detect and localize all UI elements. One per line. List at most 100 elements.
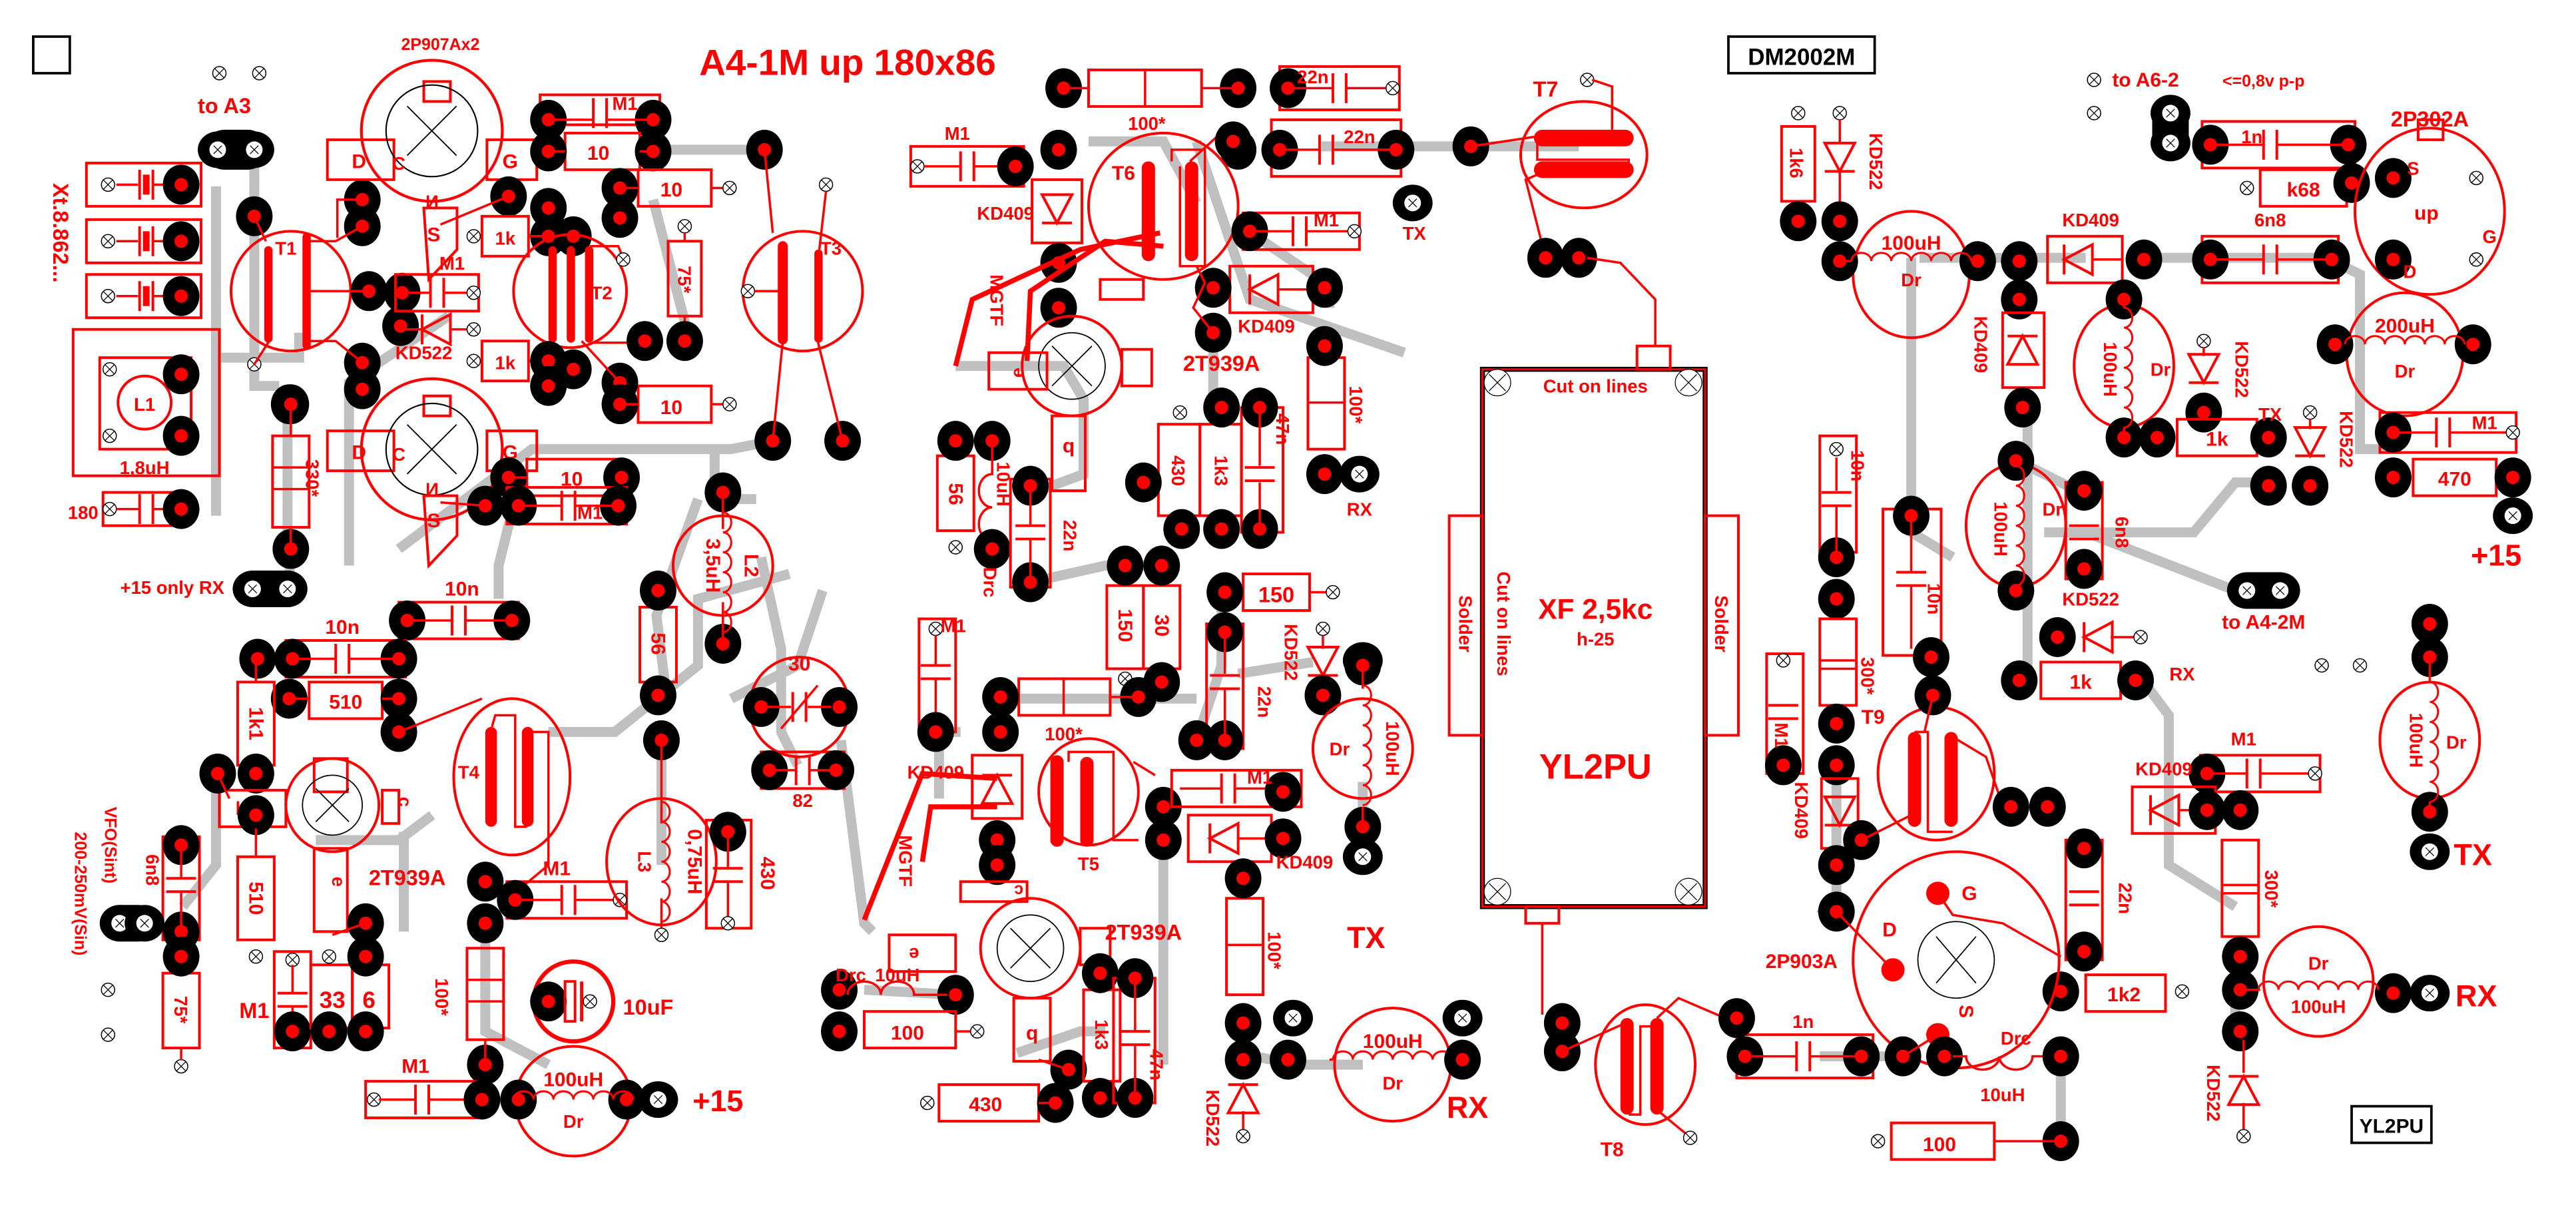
- choke-drc-b[interactable]: Drc 10uH: [821, 965, 974, 1015]
- transformer-t4[interactable]: T4: [452, 697, 572, 891]
- diode-kd522-e[interactable]: KD522: [2185, 334, 2252, 433]
- transformer-t7[interactable]: T7: [1470, 73, 1657, 346]
- resistor-1k6[interactable]: 1k6: [1780, 106, 1817, 242]
- capacitor-430[interactable]: 430: [704, 812, 778, 931]
- capacitor-10n-d[interactable]: 10n: [1882, 495, 1949, 677]
- diode-kd522-a[interactable]: KD522: [395, 313, 481, 364]
- transistor-2p907-upper[interactable]: 2P907Ax2 D C G И S: [326, 35, 539, 283]
- resistor-1k1[interactable]: 1k1: [236, 658, 276, 794]
- diode-kd522-d[interactable]: KD522: [1821, 106, 1886, 242]
- choke-dr-g[interactable]: 200uH Dr: [2316, 291, 2491, 417]
- diode-kd409-c[interactable]: KD409: [907, 754, 1024, 820]
- vfo-input-connector[interactable]: [99, 904, 165, 942]
- diode-kd522-g[interactable]: KD522: [2039, 589, 2148, 657]
- capacitor-6n8-c[interactable]: 6n8: [2064, 471, 2133, 589]
- transistor-2t939a-t6[interactable]: e q 2T939A: [987, 278, 1260, 493]
- choke-drc-a[interactable]: 10uH Drc: [973, 445, 1014, 598]
- resistor-100-star-a[interactable]: 100*: [431, 903, 505, 1085]
- resistor-100-a[interactable]: 100: [821, 1010, 985, 1052]
- transformer-t9[interactable]: T9: [1843, 675, 2007, 860]
- capacitor-10n-a[interactable]: 10n: [389, 579, 531, 640]
- capacitor-m1-top[interactable]: M1: [530, 93, 672, 140]
- capacitor-m1-b[interactable]: M1: [467, 485, 637, 526]
- resistor-100-b[interactable]: 100: [1870, 1121, 2079, 1162]
- diode-kd409-d[interactable]: KD409: [1186, 814, 1333, 872]
- crystal-x2[interactable]: [85, 218, 203, 264]
- resistor-10-c[interactable]: 10: [601, 362, 737, 425]
- resistor-75[interactable]: 75*: [627, 219, 703, 362]
- resistor-1k-d[interactable]: 1k: [2001, 660, 2154, 700]
- capacitor-m1-mid[interactable]: M1: [394, 253, 481, 313]
- resistor-10-b[interactable]: 10: [601, 168, 737, 208]
- capacitor-82[interactable]: 82: [751, 750, 855, 811]
- resistor-6[interactable]: 6: [347, 936, 391, 1052]
- capacitor-m1-j[interactable]: M1: [2374, 411, 2520, 454]
- resistor-430-a[interactable]: 430: [1125, 405, 1202, 549]
- capacitor-47n-b[interactable]: 47n: [1112, 958, 1166, 1118]
- capacitor-10uf[interactable]: 10uF: [530, 959, 673, 1044]
- plus15-left-pad[interactable]: [637, 1081, 679, 1118]
- diode-kd409-a[interactable]: KD409: [977, 178, 1083, 244]
- choke-dr-e[interactable]: 100uH Dr: [2073, 279, 2175, 458]
- diode-kd409-b[interactable]: KD409: [1194, 264, 1343, 353]
- capacitor-1n-a[interactable]: 1n: [2192, 120, 2367, 170]
- capacitor-22n-e[interactable]: 22n: [2064, 828, 2136, 972]
- to-a3-connector[interactable]: [197, 129, 275, 170]
- resistor-1k2[interactable]: 1k2: [2042, 971, 2190, 1013]
- choke-dr-c[interactable]: 100uH Dr: [1329, 999, 1483, 1123]
- capacitor-m1-k[interactable]: M1: [1764, 652, 1805, 786]
- diode-kd409-h[interactable]: KD409: [2131, 758, 2259, 835]
- capacitor-22n-d[interactable]: 22n: [1205, 612, 1275, 760]
- resistor-56-a[interactable]: 56: [639, 571, 678, 716]
- resistor-30[interactable]: 30: [1142, 545, 1182, 702]
- resistor-1k3-a[interactable]: 1k3: [1198, 387, 1243, 549]
- resistor-k68[interactable]: k68: [2240, 162, 2370, 208]
- rx-right-pad[interactable]: [2409, 974, 2450, 1012]
- resistor-150-b[interactable]: 150: [1206, 572, 1340, 613]
- capacitor-22n-c[interactable]: 22n: [1009, 465, 1081, 603]
- diode-kd522-c[interactable]: KD522: [1202, 1083, 1260, 1146]
- resistor-100-star-d[interactable]: 100*: [982, 676, 1157, 752]
- choke-dr-a[interactable]: 100uH Dr: [500, 1045, 645, 1158]
- transistor-2p903a[interactable]: G D S 2P903A: [1766, 850, 2062, 1070]
- capacitor-1n-b[interactable]: 1n: [1718, 998, 1880, 1080]
- diode-kd409-f[interactable]: KD409: [1970, 311, 2046, 428]
- to-a4-2m-connector[interactable]: [2226, 571, 2301, 610]
- inductor-l2[interactable]: 3,5uH L2: [671, 472, 774, 664]
- capacitor-180[interactable]: 180: [68, 489, 200, 529]
- resistor-100-star-b[interactable]: 100*: [1045, 68, 1257, 134]
- resistor-33[interactable]: 33: [309, 949, 354, 1052]
- resistor-75-b[interactable]: 75*: [161, 936, 201, 1074]
- resistor-430-b[interactable]: 430: [920, 1083, 1074, 1123]
- resistor-10-a[interactable]: 10: [530, 131, 672, 172]
- transformer-t8[interactable]: T8: [1543, 997, 1738, 1161]
- resistor-470[interactable]: 470: [2374, 457, 2531, 498]
- inductor-l3[interactable]: 0,75uH L3: [605, 720, 718, 942]
- resistor-150-a[interactable]: 150: [1105, 545, 1145, 686]
- resistor-100-star-c[interactable]: 100*: [1306, 326, 1380, 495]
- diode-kd409-e[interactable]: KD409: [2046, 210, 2163, 284]
- capacitor-m1-l[interactable]: M1: [2189, 728, 2322, 794]
- to-a6-2-connector[interactable]: [2150, 94, 2191, 162]
- resistor-510-a[interactable]: 510: [270, 678, 417, 720]
- capacitor-22n-b[interactable]: 22n: [1220, 118, 1415, 178]
- transistor-2t939a-t5[interactable]: e c q 2T939A: [888, 880, 1182, 1063]
- choke-dr-f[interactable]: 100uH Dr: [1964, 441, 2067, 611]
- crystal-x1[interactable]: [85, 161, 203, 208]
- resistor-1k3-b[interactable]: 1k3: [1081, 953, 1122, 1118]
- capacitor-22n-a[interactable]: 22n: [1270, 65, 1401, 111]
- resistor-100-star-e[interactable]: 100*: [1224, 858, 1285, 1080]
- crystal-x3[interactable]: [85, 273, 203, 320]
- choke-dr-d[interactable]: 100uH Dr: [1821, 210, 1996, 340]
- transformer-t3[interactable]: T3: [740, 149, 864, 461]
- capacitor-m1-h[interactable]: M1: [917, 615, 966, 752]
- resistor-1k-a[interactable]: 1k: [466, 214, 549, 258]
- diode-kd522-f[interactable]: KD522: [2292, 405, 2357, 506]
- tx-top-pad[interactable]: [1392, 184, 1433, 222]
- diode-kd522-h[interactable]: KD522: [2203, 1039, 2260, 1144]
- resistor-510-b[interactable]: 510: [236, 828, 276, 964]
- transistor-2p302a[interactable]: 2P302A up S G D: [2354, 107, 2506, 296]
- transformer-t5[interactable]: T5: [1037, 737, 1156, 874]
- capacitor-10n-b[interactable]: 10n: [239, 616, 417, 679]
- capacitor-47n-a[interactable]: 47n: [1240, 387, 1293, 549]
